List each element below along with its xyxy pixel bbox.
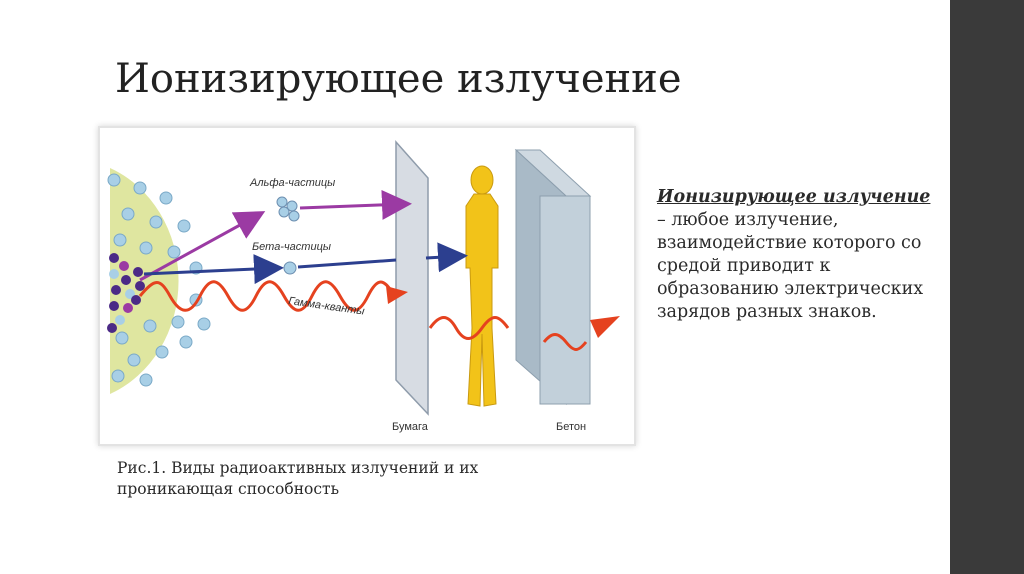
definition-term: Ионизирующее излучение — [657, 187, 931, 207]
beta-ray-line-2 — [297, 258, 397, 269]
gamma-arrow-2 — [590, 316, 620, 338]
human-figure — [465, 165, 499, 407]
definition-text: Ионизирующее излучение – любое излучение… — [657, 186, 932, 324]
alpha-label: Альфа-частицы — [249, 177, 335, 189]
gamma-arrow-1 — [386, 286, 408, 304]
beta-label: Бета-частицы — [252, 241, 331, 253]
definition-body: – любое излучение, взаимодействие которо… — [657, 210, 924, 322]
gamma-label: Гамма-кванты — [288, 295, 366, 318]
radiation-figure: Альфа-частицы Бета-частицы Гамма-кванты … — [100, 128, 634, 444]
paper-label: Бумага — [392, 421, 429, 433]
alpha-ray-line-2 — [299, 189, 412, 220]
paper-sheet — [395, 140, 429, 416]
figure-caption: Рис.1. Виды радиоактивных излучений и их… — [117, 459, 479, 498]
alpha-particle — [276, 196, 300, 222]
gamma-wave — [138, 280, 588, 351]
concrete-block — [514, 148, 592, 406]
radiation-diagram: Альфа-частицы Бета-частицы Гамма-кванты … — [107, 140, 620, 433]
concrete-label: Бетон — [556, 421, 586, 433]
slide-title: Ионизирующее излучение — [115, 56, 682, 102]
dark-sidebar — [950, 0, 1024, 574]
source-particles — [107, 173, 211, 387]
beta-ray-line — [143, 254, 284, 285]
beta-ray-line-3 — [425, 242, 468, 273]
alpha-ray-line — [139, 211, 266, 282]
nucleus-cluster — [107, 253, 145, 333]
beta-particle — [283, 261, 297, 275]
